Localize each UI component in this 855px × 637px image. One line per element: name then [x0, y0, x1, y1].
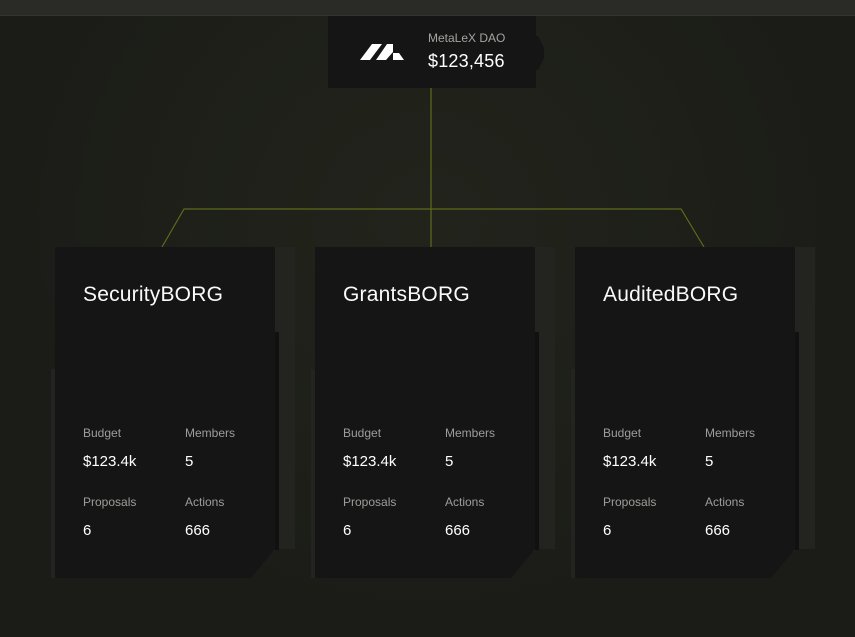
borg-card-security[interactable]: SecurityBORG Budget $123.4k Members 5 Pr…: [51, 247, 295, 578]
root-node-metalex-dao[interactable]: MetaLeX DAO $123,456: [328, 16, 536, 88]
card-edge: [275, 332, 279, 550]
actions-value: 666: [445, 522, 471, 539]
card-body: SecurityBORG Budget $123.4k Members 5 Pr…: [55, 247, 275, 578]
proposals-value: 6: [83, 522, 92, 539]
proposals-value: 6: [343, 522, 352, 539]
budget-value: $123.4k: [603, 453, 657, 470]
card-title: AuditedBORG: [603, 283, 739, 306]
proposals-label: Proposals: [603, 495, 657, 509]
root-node-label: MetaLeX DAO: [428, 31, 506, 45]
borg-card-grants[interactable]: GrantsBORG Budget $123.4k Members 5 Prop…: [311, 247, 555, 578]
budget-label: Budget: [603, 426, 642, 440]
card-body: GrantsBORG Budget $123.4k Members 5 Prop…: [315, 247, 535, 578]
root-node-tab: [534, 36, 544, 70]
proposals-label: Proposals: [343, 495, 397, 509]
members-label: Members: [185, 426, 236, 440]
card-title: SecurityBORG: [83, 283, 224, 306]
members-value: 5: [705, 453, 714, 470]
actions-label: Actions: [705, 495, 745, 509]
top-bar: [0, 0, 855, 16]
card-edge: [795, 332, 799, 550]
card-edge: [535, 332, 539, 550]
actions-value: 666: [185, 522, 211, 539]
actions-value: 666: [705, 522, 731, 539]
budget-value: $123.4k: [343, 453, 397, 470]
members-label: Members: [705, 426, 756, 440]
budget-label: Budget: [343, 426, 382, 440]
metalex-logo-icon: [360, 40, 406, 67]
members-value: 5: [445, 453, 454, 470]
connector-branch: [161, 208, 705, 248]
card-body: AuditedBORG Budget $123.4k Members 5 Pro…: [575, 247, 795, 578]
budget-value: $123.4k: [83, 453, 137, 470]
members-label: Members: [445, 426, 496, 440]
borg-card-audited[interactable]: AuditedBORG Budget $123.4k Members 5 Pro…: [571, 247, 815, 578]
proposals-label: Proposals: [83, 495, 137, 509]
proposals-value: 6: [603, 522, 612, 539]
root-node-value: $123,456: [428, 51, 505, 71]
actions-label: Actions: [445, 495, 485, 509]
budget-label: Budget: [83, 426, 122, 440]
card-title: GrantsBORG: [343, 283, 470, 306]
actions-label: Actions: [185, 495, 225, 509]
members-value: 5: [185, 453, 194, 470]
